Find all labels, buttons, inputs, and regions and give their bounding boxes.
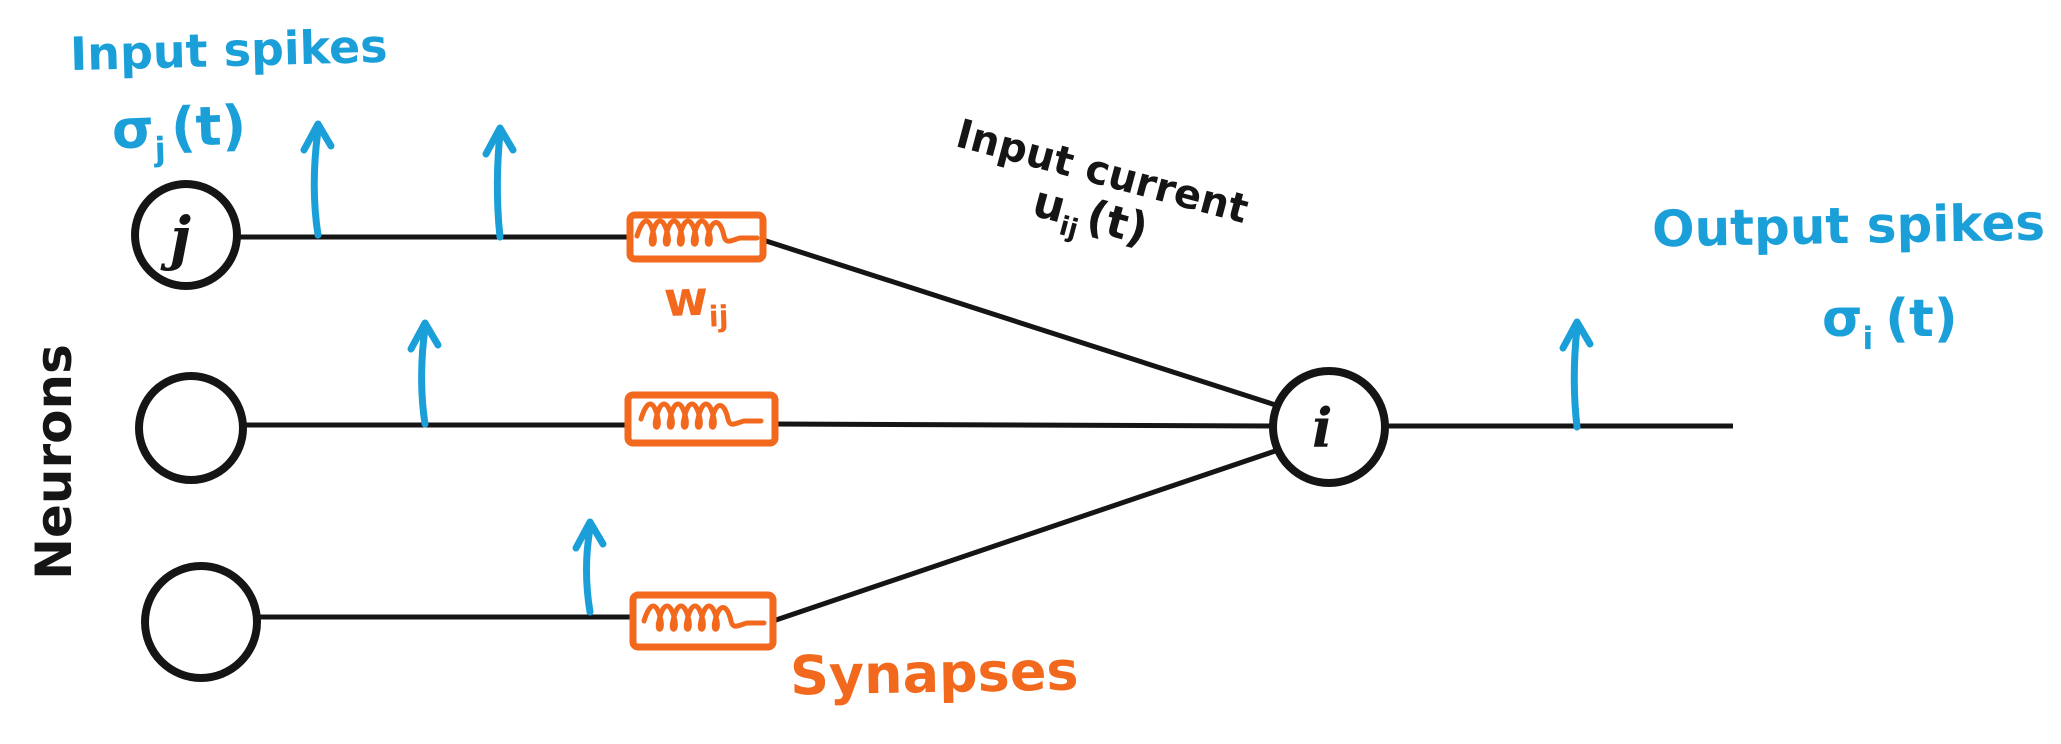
input-neuron-2 xyxy=(135,372,247,484)
spike-arrow-row1-b xyxy=(482,124,517,241)
input-spikes-label: Input spikes xyxy=(69,18,389,82)
sigma-j-base: σ xyxy=(110,96,155,162)
weight-wij-label: wij xyxy=(662,270,730,334)
sigma-i-sub: i xyxy=(1862,321,1874,358)
sigma-i-base: σ xyxy=(1822,289,1863,349)
neuron-i-letter: i xyxy=(1312,396,1333,460)
sigma-j-suffix: (t) xyxy=(169,93,248,160)
input-spikes-text: Input spikes xyxy=(69,18,389,82)
sigma-i-label: σi (t) xyxy=(1822,292,1958,356)
spike-arrow-row3 xyxy=(572,518,607,616)
synapses-label: Synapses xyxy=(789,639,1079,707)
sigma-j-sub: j xyxy=(153,130,167,169)
weight-base: w xyxy=(662,270,710,329)
output-spikes-label: Output spikes xyxy=(1651,193,2046,259)
sigma-i-suffix: (t) xyxy=(1885,289,1958,349)
spike-arrow-row2 xyxy=(407,319,442,428)
synapse-coil-icon xyxy=(641,404,761,427)
synapse-box-2 xyxy=(624,391,779,447)
sigma-j-label: σj(t) xyxy=(110,94,248,169)
synapse-rect-2 xyxy=(624,391,779,447)
neurons-text: Neurons xyxy=(25,344,83,580)
wire-row1-to-neuron-i xyxy=(762,237,1289,412)
wire-row3-to-neuron-i xyxy=(772,443,1291,624)
synapse-box-3 xyxy=(629,591,777,651)
weight-sub: ij xyxy=(708,298,730,334)
input-neuron-3 xyxy=(141,562,261,682)
input-neuron-j xyxy=(131,180,241,290)
spike-arrow-row1-a xyxy=(300,120,335,239)
spike-arrow-output xyxy=(1559,318,1594,431)
output-neuron-i xyxy=(1269,367,1389,487)
spike-arrows xyxy=(300,120,1594,616)
synapses-text: Synapses xyxy=(789,639,1080,708)
synapse-rect-3 xyxy=(629,591,777,651)
synapse-coil-icon xyxy=(644,606,764,629)
neurons-label: Neurons xyxy=(25,331,88,593)
output-spikes-text: Output spikes xyxy=(1651,193,2046,259)
synapse-rect-1 xyxy=(626,211,767,263)
synapse-coil-icon xyxy=(637,221,757,244)
synapse-box-1 xyxy=(626,211,767,263)
wire-row2-to-neuron-i xyxy=(774,421,1277,429)
